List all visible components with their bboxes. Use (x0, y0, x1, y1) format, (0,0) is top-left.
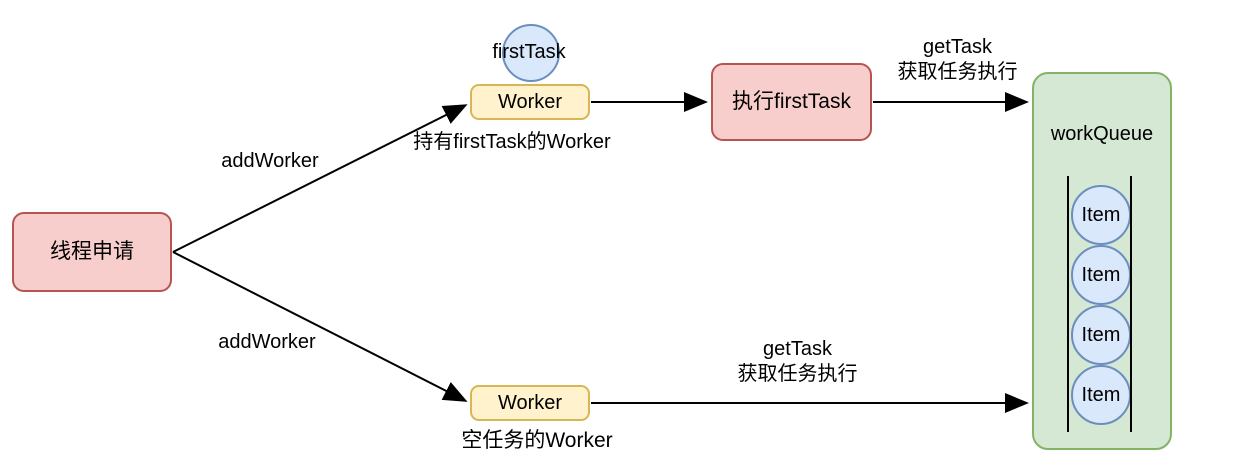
queue-item-circle: Item (1071, 305, 1131, 365)
queue-item-circle: Item (1071, 185, 1131, 245)
get-task-bottom-label: getTask 获取任务执行 (715, 337, 880, 387)
first-task-circle (502, 24, 560, 82)
get-task-bottom-line2: 获取任务执行 (737, 363, 858, 385)
worker-top-caption: 持有firstTask的Worker (413, 131, 611, 153)
get-task-top-line2: 获取任务执行 (897, 61, 1018, 83)
thread-request-node: 线程申请 (12, 212, 172, 292)
arrow-add-worker-bottom (172, 251, 468, 402)
get-task-bottom-line1: getTask (763, 338, 832, 360)
queue-item-circle: Item (1071, 365, 1131, 425)
arrow-add-worker-top (172, 104, 468, 253)
worker-bottom-node: Worker (470, 385, 590, 421)
worker-bottom-caption: 空任务的Worker (461, 429, 613, 452)
work-queue-node: workQueue Item Item Item Item (1032, 72, 1172, 450)
work-queue-title: workQueue (1050, 123, 1154, 145)
queue-item-circle: Item (1071, 245, 1131, 305)
get-task-top-line1: getTask (923, 36, 992, 58)
first-task-label: firstTask (492, 41, 566, 63)
worker-top-node: Worker (470, 84, 590, 120)
exec-first-task-node: 执行firstTask (711, 63, 872, 141)
get-task-top-label: getTask 获取任务执行 (875, 35, 1040, 85)
add-worker-bottom-label: addWorker (218, 331, 316, 353)
add-worker-top-label: addWorker (221, 150, 319, 172)
